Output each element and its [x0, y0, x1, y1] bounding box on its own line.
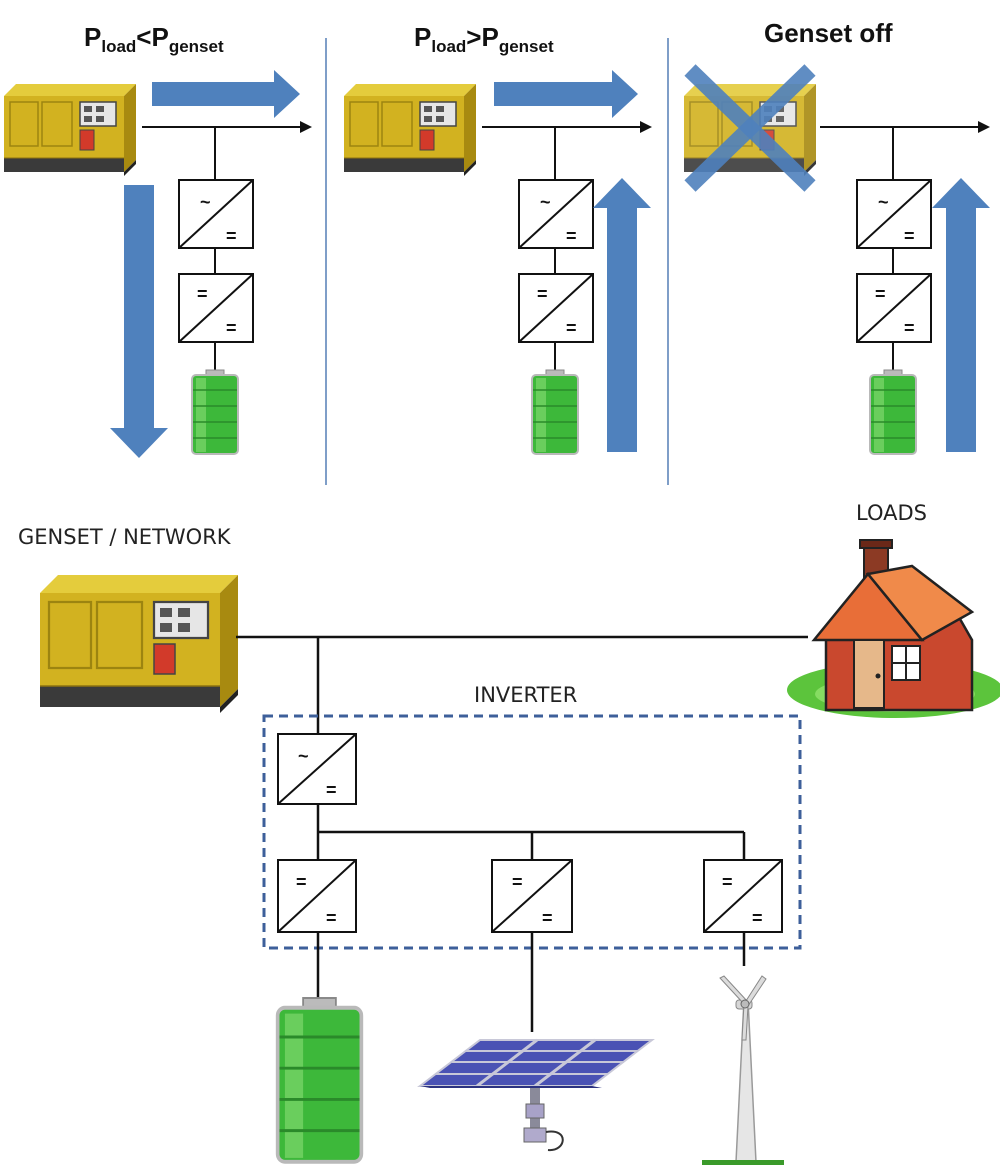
ac-dc-converter: ~ = — [856, 179, 932, 249]
dc-dc-converter-battery: = = — [277, 859, 357, 933]
panel-3-title: Genset off — [764, 18, 893, 48]
svg-text:=: = — [226, 226, 237, 246]
battery-icon — [275, 996, 364, 1164]
panel-load-gt-genset: Pload>Pgenset ~ = = = — [343, 22, 652, 455]
panel-1-title: Pload<Pgenset — [84, 22, 224, 56]
discharge-flow-arrow-up — [593, 178, 651, 452]
dc-dc-converter: = = — [178, 273, 254, 343]
ac-dc-converter: ~ = — [178, 179, 254, 249]
svg-text:~: ~ — [298, 746, 309, 766]
svg-text:=: = — [566, 226, 577, 246]
battery-icon — [869, 369, 917, 455]
power-flow-arrow-right — [494, 70, 638, 118]
battery-icon — [191, 369, 239, 455]
svg-text:=: = — [904, 318, 915, 338]
svg-text:=: = — [537, 284, 548, 304]
dc-dc-converter-wind: = = — [703, 859, 783, 933]
wind-turbine-icon — [702, 975, 784, 1165]
inverter-label: INVERTER — [474, 683, 577, 707]
bus-arrowhead-icon — [978, 121, 990, 133]
bus-arrowhead-icon — [300, 121, 312, 133]
panel-load-lt-genset: Pload<Pgenset ~ = = = — [3, 22, 312, 458]
system-overview: GENSET / NETWORK LOADS INVERTER — [18, 501, 1000, 1165]
svg-text:=: = — [722, 872, 733, 892]
ac-dc-converter: ~ = — [277, 733, 357, 805]
svg-text:=: = — [326, 908, 337, 928]
svg-text:=: = — [296, 872, 307, 892]
discharge-flow-arrow-up — [932, 178, 990, 452]
svg-text:~: ~ — [200, 192, 211, 212]
svg-text:=: = — [566, 318, 577, 338]
panel-2-title: Pload>Pgenset — [414, 22, 554, 56]
ac-dc-converter: ~ = — [518, 179, 594, 249]
svg-text:=: = — [904, 226, 915, 246]
svg-text:~: ~ — [878, 192, 889, 212]
dc-dc-converter-solar: = = — [491, 859, 573, 933]
genset-network-label: GENSET / NETWORK — [18, 525, 232, 549]
house-icon — [787, 539, 1000, 718]
dc-dc-converter: = = — [518, 273, 594, 343]
genset-icon — [38, 573, 240, 715]
svg-text:=: = — [875, 284, 886, 304]
panel-genset-off: Genset off ~ = = = — [683, 18, 990, 455]
svg-text:~: ~ — [540, 192, 551, 212]
charging-flow-arrow-down — [110, 185, 168, 458]
genset-icon — [3, 83, 137, 177]
svg-text:=: = — [512, 872, 523, 892]
svg-text:=: = — [226, 318, 237, 338]
panel-dividers — [325, 38, 669, 485]
dc-dc-converter: = = — [856, 273, 932, 343]
svg-text:=: = — [752, 908, 763, 928]
loads-label: LOADS — [856, 501, 927, 525]
power-flow-arrow-right — [152, 70, 300, 118]
battery-icon — [531, 369, 579, 455]
svg-text:=: = — [542, 908, 553, 928]
svg-text:=: = — [326, 780, 337, 800]
bus-arrowhead-icon — [640, 121, 652, 133]
genset-icon — [343, 83, 477, 177]
svg-text:=: = — [197, 284, 208, 304]
cross-icon — [684, 64, 816, 192]
solar-panel-icon — [417, 1038, 655, 1152]
